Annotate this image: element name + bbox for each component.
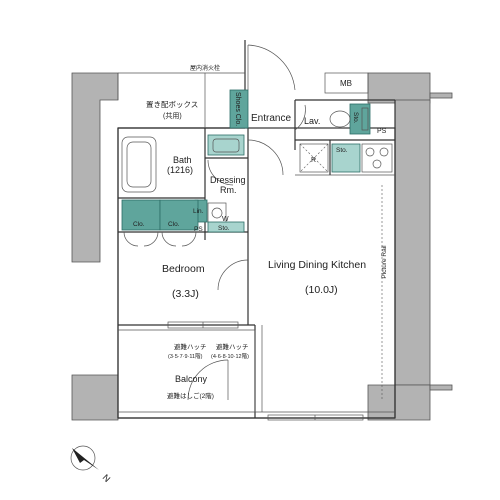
north-arrow-icon xyxy=(72,448,99,470)
label-clo-1: Clo. xyxy=(133,221,145,228)
label-mb: MB xyxy=(340,79,352,88)
label-ps-top: PS xyxy=(377,128,387,135)
label-hatch-2-floors: (4·6·8·10·12階) xyxy=(211,352,249,360)
label-ldk: Living Dining Kitchen xyxy=(268,259,366,271)
column-bottom-right xyxy=(367,384,431,421)
label-balcony: Balcony xyxy=(175,374,208,384)
label-bedroom-size: (3.3J) xyxy=(172,288,199,300)
label-bath: Bath xyxy=(173,155,192,165)
label-hatch-2: 避難ハッチ xyxy=(216,342,249,351)
bathtub xyxy=(121,136,157,193)
label-hatch-1-floors: (3·5·7·9·11階) xyxy=(168,352,203,360)
outer-walls xyxy=(117,40,396,419)
label-entrance: Entrance xyxy=(251,113,291,124)
bath-vanity xyxy=(207,134,245,156)
column-top-left xyxy=(71,72,119,263)
label-ladder: 避難はしご(2階) xyxy=(167,391,214,400)
column-right-mid xyxy=(394,99,431,386)
label-indoor-hydrant: 屋内消火栓 xyxy=(190,64,220,72)
label-sto-dressing: Sto. xyxy=(218,225,230,232)
label-delivery-box-sub: (共用) xyxy=(163,111,182,120)
label-dressing: Dressing xyxy=(210,175,246,185)
label-bedroom: Bedroom xyxy=(162,263,205,275)
label-sto-toilet: Sto. xyxy=(352,112,359,124)
label-ldk-size: (10.0J) xyxy=(305,284,338,296)
label-shoes-clo: Shoes Clo. xyxy=(234,92,241,126)
label-north: N xyxy=(101,472,113,484)
label-dressing-rm: Rm. xyxy=(220,185,237,195)
label-picture-rail: Picture Rail xyxy=(381,245,388,279)
column-right-tail xyxy=(429,92,453,99)
label-lav: Lav. xyxy=(304,116,320,126)
label-r: R xyxy=(311,157,316,164)
column-bottom-left xyxy=(71,374,119,421)
column-right-bottom-tail xyxy=(429,384,453,391)
label-bath-size: (1216) xyxy=(167,165,193,175)
label-delivery-box: 置き配ボックス xyxy=(146,100,198,109)
dressing-storage xyxy=(207,221,245,233)
toilet xyxy=(329,103,371,135)
label-w: W xyxy=(222,216,229,223)
kitchen xyxy=(299,143,393,173)
label-sto-kitchen: Sto. xyxy=(336,147,348,154)
label-ps-mid: PS xyxy=(194,226,203,233)
structural-columns xyxy=(71,72,453,421)
label-hatch-1: 避難ハッチ xyxy=(174,342,207,351)
shoes-closet xyxy=(229,89,249,129)
north-arrow: N xyxy=(70,445,113,484)
bedroom-closets xyxy=(121,199,199,247)
label-clo-2: Clo. xyxy=(168,221,180,228)
doors xyxy=(187,44,306,401)
label-lin-horizontal: Lin. xyxy=(193,208,204,215)
column-top-right xyxy=(367,72,431,104)
windows xyxy=(167,321,364,421)
